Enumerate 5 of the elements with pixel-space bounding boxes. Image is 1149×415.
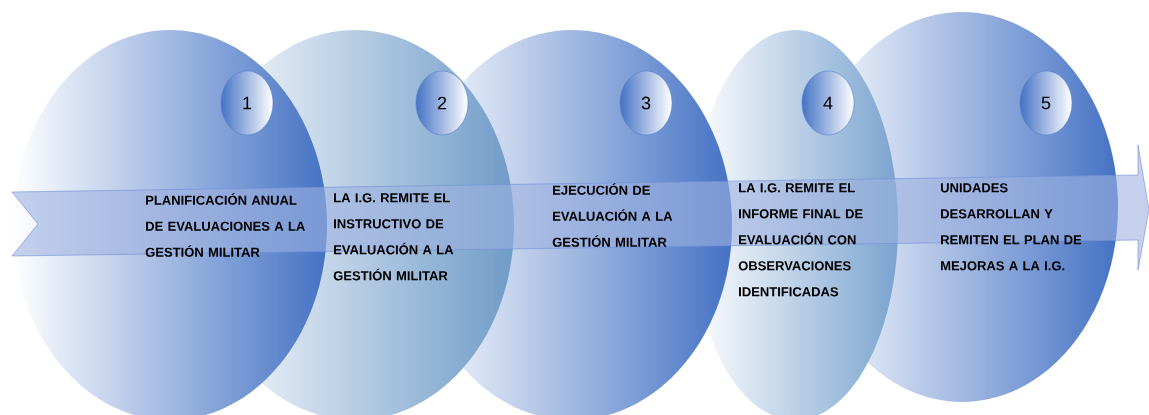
step-description: LA I.G. REMITE EL INSTRUCTIVO DE EVALUACIÓN A LA GESTIÓN MILITAR <box>333 193 454 281</box>
step-description: PLANIFICACIÓN ANUAL DE EVALUACIONES A LA GESTIÓN MILITAR <box>145 193 305 257</box>
step-description: EJECUCIÓN DE EVALUACIÓN A LA GESTIÓN MILITAR <box>552 183 673 247</box>
step-description: UNIDADES DESARROLLAN Y REMITEN EL PLAN DE MEJORAS A LA I.G. <box>941 183 1082 271</box>
step-description: LA I.G. REMITE EL INFORME FINAL DE EVALUACIÓN CON OBSERVACIONES IDENTIFICADAS <box>738 183 863 297</box>
